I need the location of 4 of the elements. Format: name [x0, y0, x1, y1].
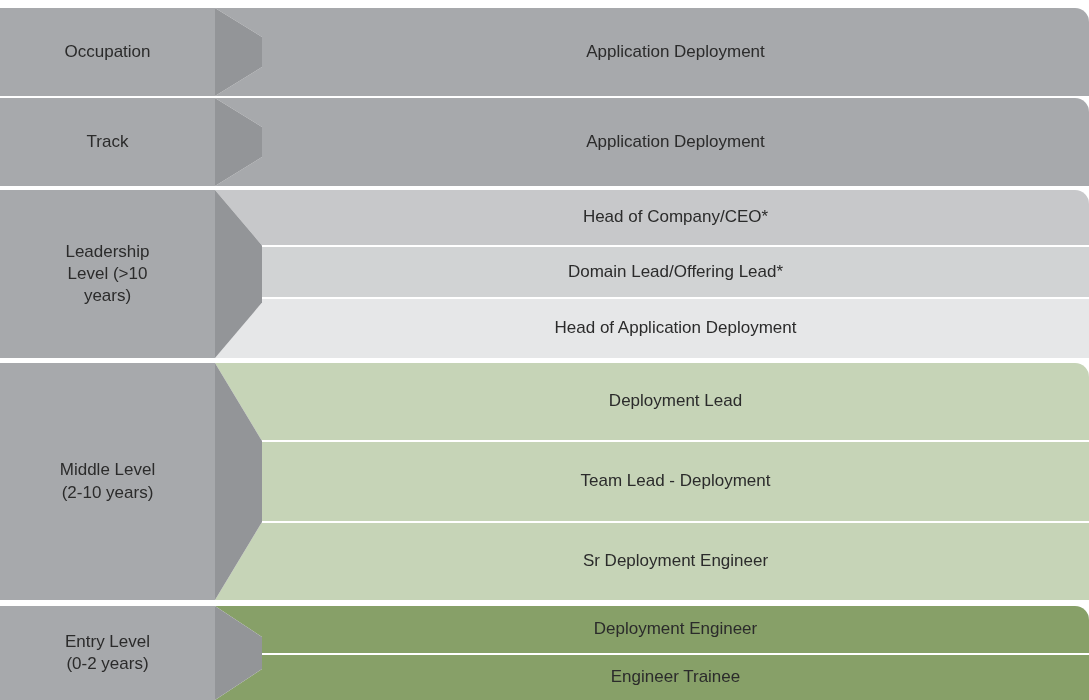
- role-band: Domain Lead/Offering Lead*: [262, 247, 1089, 297]
- role-band: Application Deployment: [262, 98, 1089, 186]
- role-band: Application Deployment: [262, 8, 1089, 96]
- role-band: Team Lead - Deployment: [262, 442, 1089, 521]
